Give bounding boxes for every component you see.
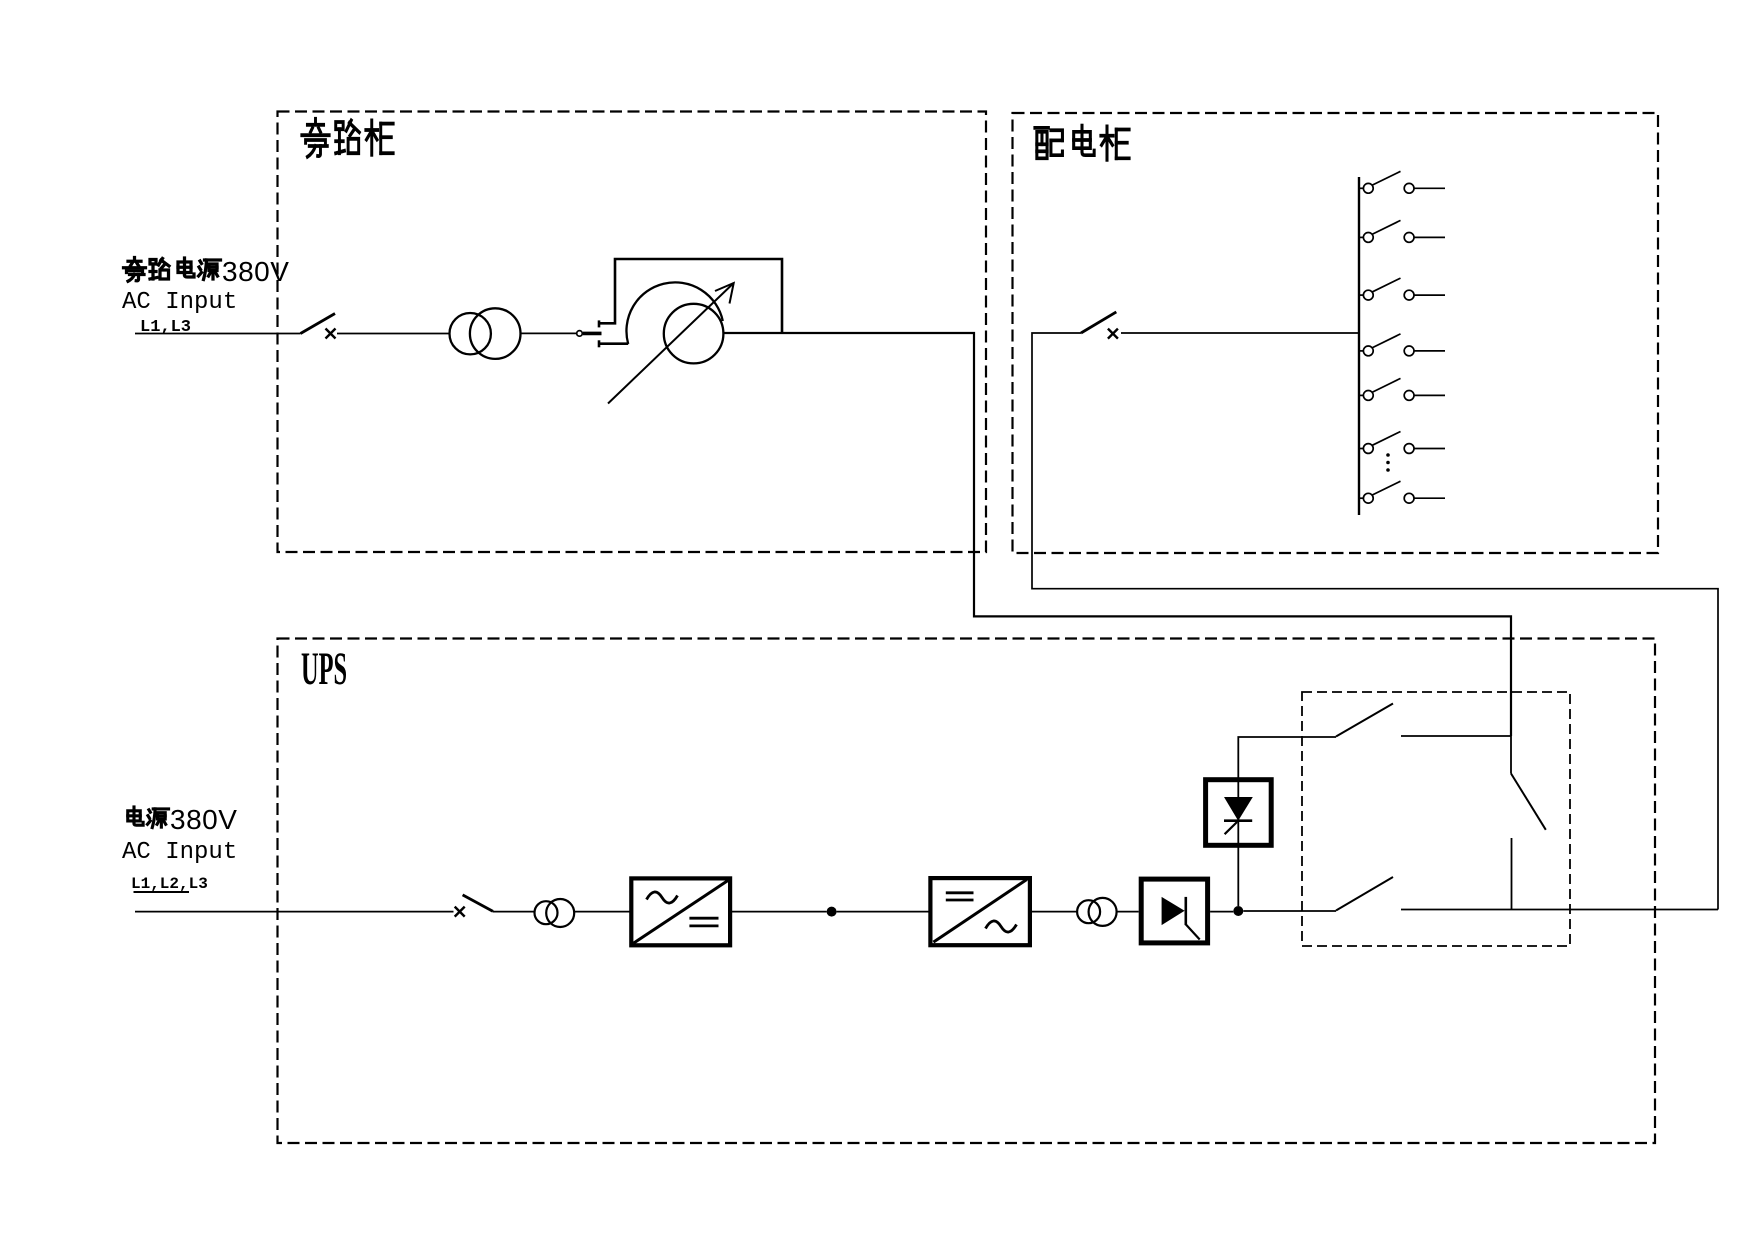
svg-text:L1,L3: L1,L3 (140, 318, 191, 337)
svg-text:UPS: UPS (301, 643, 347, 695)
svg-text:AC Input: AC Input (122, 289, 237, 316)
svg-text:AC Input: AC Input (122, 839, 237, 866)
svg-text:380V: 380V (222, 256, 289, 287)
svg-text:380V: 380V (170, 804, 237, 835)
svg-text:L1,L2,L3: L1,L2,L3 (131, 875, 208, 893)
